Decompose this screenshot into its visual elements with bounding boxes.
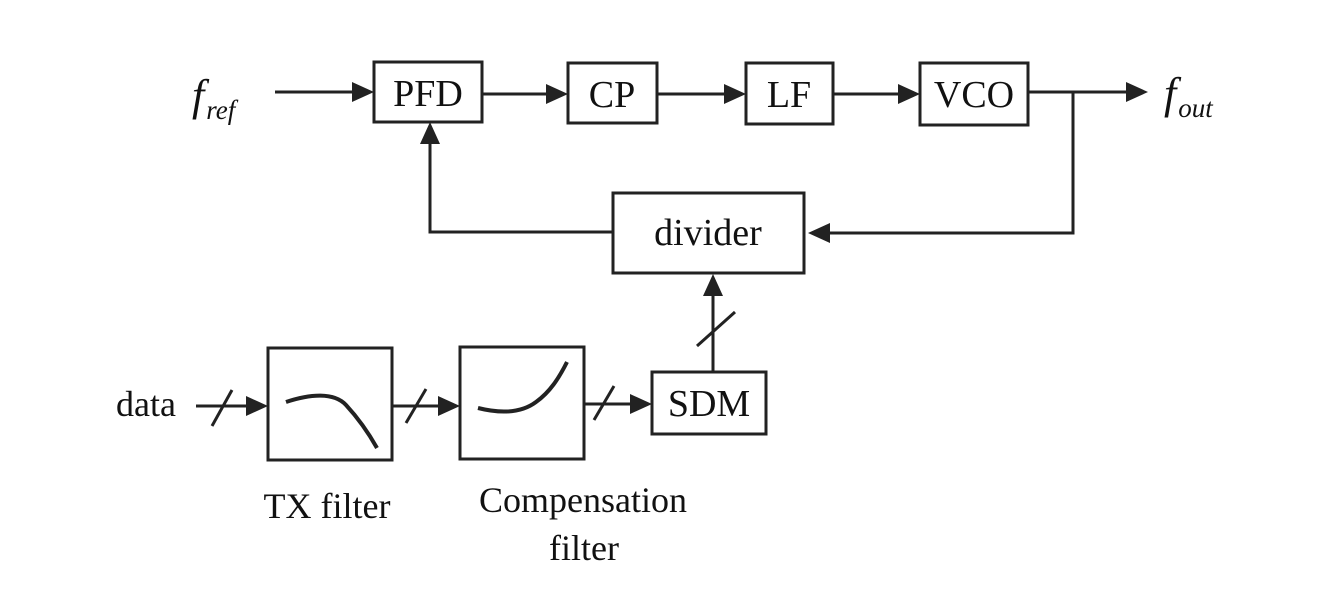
- compensation-caption-line1: Compensation: [479, 480, 687, 520]
- arrowhead-cp-input: [546, 84, 568, 104]
- lowpass-response-icon: [285, 393, 379, 449]
- lf-label: LF: [767, 74, 811, 116]
- lf-block: LF: [744, 61, 835, 126]
- arrowhead-pfd-feedback: [420, 122, 440, 144]
- vco-block: VCO: [918, 61, 1030, 127]
- divider-block: divider: [611, 191, 806, 275]
- arrowhead-vco-input: [898, 84, 920, 104]
- arrowhead-pfd-input: [352, 82, 374, 102]
- highpass-response-icon: [477, 361, 569, 414]
- compensation-filter-block: [458, 345, 586, 461]
- wire-vco-to-divider: [828, 92, 1075, 235]
- fref-label: fref: [192, 71, 239, 125]
- fref-subscript: ref: [206, 95, 238, 125]
- arrowhead-compensation-input: [438, 396, 460, 416]
- fout-subscript: out: [1178, 93, 1214, 123]
- arrowhead-divider-modulus: [703, 274, 723, 296]
- divider-label: divider: [654, 212, 762, 254]
- arrowhead-lf-input: [724, 84, 746, 104]
- bus-slash-compensation: [592, 385, 616, 421]
- bus-slash-tx: [404, 388, 428, 424]
- vco-label: VCO: [934, 74, 1014, 116]
- bus-slash-data: [210, 389, 234, 427]
- wire-divider-to-pfd: [428, 142, 613, 234]
- compensation-caption-line2: filter: [549, 528, 619, 568]
- tx-filter-caption: TX filter: [264, 486, 391, 526]
- arrowhead-fout: [1126, 82, 1148, 102]
- arrowhead-sdm-input: [630, 394, 652, 414]
- fout-label: fout: [1164, 69, 1214, 123]
- pfd-label: PFD: [393, 73, 463, 115]
- bus-slash-sdm: [695, 310, 737, 348]
- pfd-block: PFD: [372, 60, 484, 124]
- arrowhead-tx-filter-input: [246, 396, 268, 416]
- tx-filter-block: [266, 346, 394, 462]
- arrowhead-divider-input: [808, 223, 830, 243]
- cp-block: CP: [566, 61, 659, 125]
- cp-label: CP: [589, 74, 635, 116]
- sdm-label: SDM: [668, 383, 750, 425]
- sdm-block: SDM: [650, 370, 768, 436]
- data-label: data: [116, 384, 176, 424]
